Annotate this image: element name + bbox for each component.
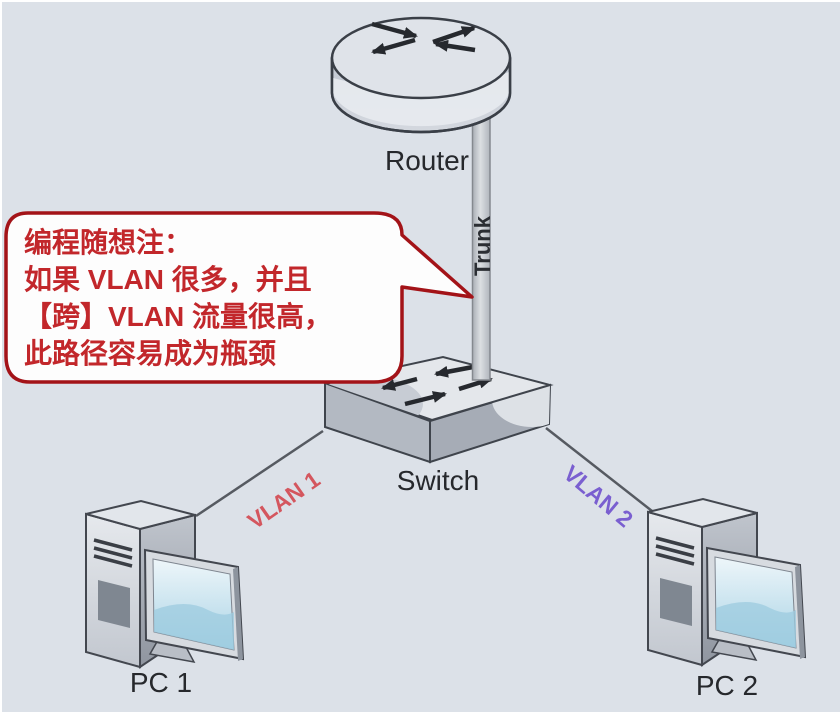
callout-note: 编程随想注： 如果 VLAN 很多，并且 【跨】VLAN 流量很高， 此路径容易…: [24, 224, 396, 372]
callout-line-3: 【跨】VLAN 流量很高，: [24, 301, 333, 332]
router-arrows-icon: [371, 21, 476, 55]
vlan1-link-line: [195, 429, 324, 518]
trunk-label: Trunk: [470, 216, 495, 276]
switch-label: Switch: [396, 465, 480, 496]
router-icon: [330, 16, 512, 134]
callout-bubble: [4, 211, 474, 384]
callout-line-1: 编程随想注：: [24, 227, 193, 258]
callout-line-4: 此路径容易成为瓶颈: [24, 338, 277, 369]
pc1-icon: [84, 499, 245, 669]
callout-line-2: 如果 VLAN 很多，并且: [24, 264, 312, 295]
pc2-icon: [646, 497, 807, 667]
pc1-label: PC 1: [129, 667, 193, 698]
pc2-label: PC 2: [695, 670, 759, 701]
router-label: Router: [384, 145, 470, 176]
switch-icon: [321, 355, 554, 464]
vlan2-link-line: [545, 427, 653, 512]
